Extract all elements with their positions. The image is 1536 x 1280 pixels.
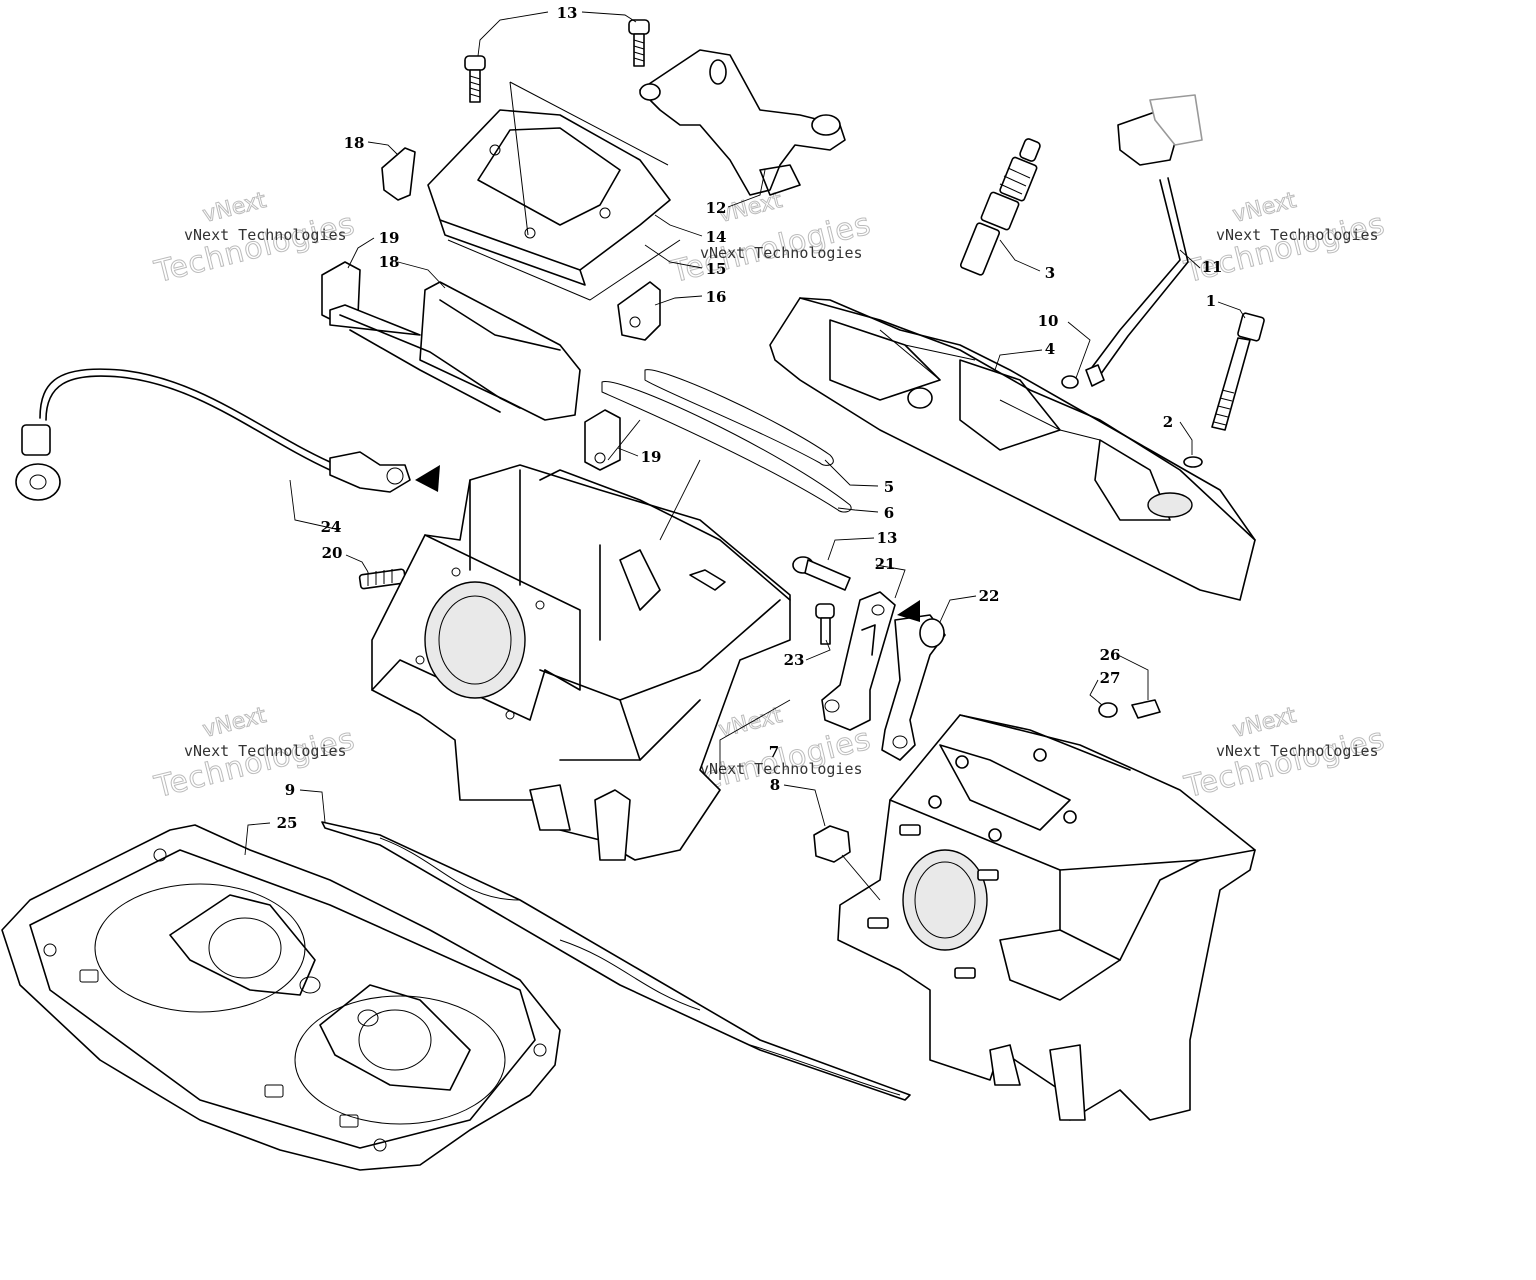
part-clip-27 <box>1098 702 1118 718</box>
callout-19: 19 <box>641 448 662 466</box>
part-connector-11 <box>1085 94 1203 387</box>
callout-13: 13 <box>557 4 578 22</box>
callout-22: 22 <box>979 587 1000 605</box>
part-bolt-13-top <box>464 19 650 103</box>
callout-18: 18 <box>379 253 400 271</box>
part-sensor-24 <box>15 368 411 501</box>
callout-21: 21 <box>875 555 896 573</box>
part-bracket-12 <box>639 49 846 196</box>
callout-2: 2 <box>1163 413 1173 431</box>
part-gasket-25 <box>1 824 561 1171</box>
callout-4: 4 <box>1045 340 1055 358</box>
callout-6: 6 <box>884 504 894 522</box>
part-linkage-21-22 <box>821 591 946 761</box>
part-bolt-13-side <box>792 556 851 591</box>
part-cylinder-right <box>837 714 1256 1121</box>
callout-9: 9 <box>285 781 295 799</box>
watermark-line2: vNext Technologies <box>700 760 863 778</box>
part-valve-18 <box>329 281 581 421</box>
part-washer-2 <box>1183 456 1203 468</box>
part-gasket-9 <box>321 821 911 1101</box>
part-plate-14 <box>427 81 681 301</box>
callout-26: 26 <box>1100 646 1121 664</box>
leader-lines <box>244 11 1246 856</box>
watermark-line3: Technologies <box>151 722 359 806</box>
callout-24: 24 <box>321 518 342 536</box>
callout-23: 23 <box>784 651 805 669</box>
arrow-marker <box>415 465 440 492</box>
callout-5: 5 <box>884 478 894 496</box>
watermark-line2: vNext Technologies <box>184 742 347 760</box>
part-nut-8 <box>813 825 851 863</box>
part-bolt-23 <box>815 603 835 645</box>
part-o-ring-5 <box>644 369 834 466</box>
watermark-line1: vNext <box>200 703 269 743</box>
callout-17: 18 <box>344 134 365 152</box>
callout-10: 10 <box>1038 312 1059 330</box>
watermark-line3: Technologies <box>1181 722 1389 806</box>
callout-1: 1 <box>1206 292 1216 310</box>
callout-11: 11 <box>1202 258 1223 276</box>
watermark-line2: vNext Technologies <box>1216 226 1379 244</box>
callout-20: 20 <box>322 544 343 562</box>
part-o-ring-6 <box>601 381 852 513</box>
callout-14: 14 <box>706 228 727 246</box>
watermark-line1: vNext <box>200 188 269 228</box>
watermark-line1: vNext <box>1230 703 1299 743</box>
callout-13: 13 <box>877 529 898 547</box>
watermark-line2: vNext Technologies <box>700 244 863 262</box>
arrow-marker <box>897 600 920 622</box>
callout-7: 7 <box>769 743 779 761</box>
watermark-line3: Technologies <box>1181 207 1389 291</box>
watermark-line1: vNext <box>1230 188 1299 228</box>
watermark-line2: vNext Technologies <box>1216 742 1379 760</box>
callout-27: 27 <box>1100 669 1121 687</box>
part-sleeve-26 <box>1131 699 1161 719</box>
callout-8: 8 <box>770 776 780 794</box>
callout-15: 15 <box>706 260 727 278</box>
part-clamp-10 <box>1061 375 1079 389</box>
part-tab-16 <box>617 281 661 341</box>
callout-19: 19 <box>379 229 400 247</box>
part-block-19-lower <box>584 409 621 471</box>
callout-12: 12 <box>706 199 727 217</box>
callout-25: 25 <box>277 814 298 832</box>
callout-3: 3 <box>1045 264 1055 282</box>
watermark-line2: vNext Technologies <box>184 226 347 244</box>
part-head-cover-4 <box>769 297 1256 601</box>
part-bolt-1 <box>1211 312 1265 431</box>
part-spark-plug-3 <box>959 138 1041 276</box>
callout-16: 16 <box>706 288 727 306</box>
part-wedge-17 <box>381 147 416 201</box>
callout-labels: 13 18 12 14 15 16 19 18 19 3 10 4 11 1 2… <box>277 4 1223 832</box>
part-cylinder-7-left <box>371 419 791 861</box>
